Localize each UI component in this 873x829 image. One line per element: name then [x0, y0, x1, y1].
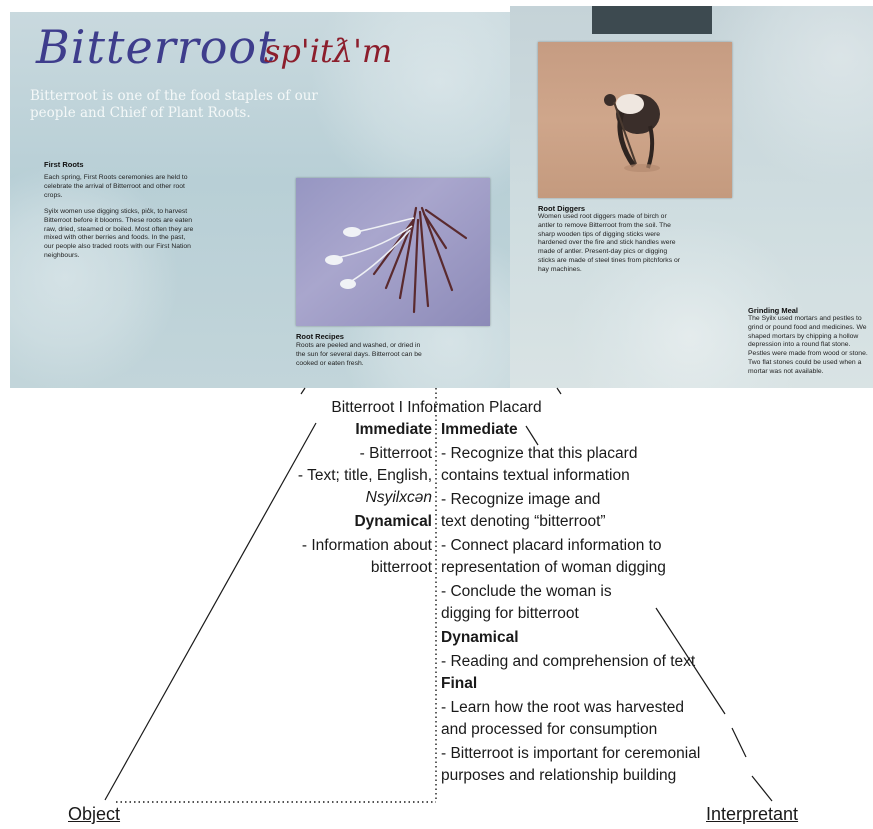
interpretant-final-item: and processed for consumption	[441, 720, 657, 740]
interpretant-final-item: purposes and relationship building	[441, 766, 676, 786]
object-immediate-item: - Bitterroot	[360, 444, 432, 464]
interpretant-immediate-item: - Connect placard information to	[441, 536, 662, 556]
interpretant-immediate-item: representation of woman digging	[441, 558, 666, 578]
interpretant-dynamical-heading: Dynamical	[441, 628, 519, 648]
interpretant-tick-line	[557, 388, 561, 394]
interpretant-connector-top	[526, 426, 538, 445]
object-dynamical-heading: Dynamical	[354, 512, 432, 532]
object-immediate-heading: Immediate	[355, 420, 432, 440]
interpretant-final-item: - Learn how the root was harvested	[441, 698, 684, 718]
interpretant-immediate-item: - Recognize that this placard	[441, 444, 637, 464]
object-corner-label: Object	[68, 804, 120, 825]
interpretant-connector-lower	[732, 728, 746, 757]
interpretant-dynamical-item: - Reading and comprehension of text	[441, 652, 695, 672]
object-immediate-item: Nsyilxcən	[366, 488, 432, 508]
object-tick-line	[301, 388, 305, 394]
interpretant-connector-bottom	[752, 776, 772, 801]
object-dynamical-item: bitterroot	[371, 558, 432, 578]
interpretant-corner-label: Interpretant	[706, 804, 798, 825]
interpretant-final-heading: Final	[441, 674, 477, 694]
interpretant-immediate-item: text denoting “bitterroot”	[441, 512, 606, 532]
object-immediate-item: - Text; title, English,	[298, 466, 432, 486]
object-connector-line	[105, 423, 316, 800]
interpretant-immediate-heading: Immediate	[441, 420, 518, 440]
interpretant-immediate-item: digging for bitterroot	[441, 604, 579, 624]
representamen-label: Bitterroot I Information Placard	[0, 398, 873, 418]
interpretant-immediate-item: contains textual information	[441, 466, 630, 486]
interpretant-final-item: - Bitterroot is important for ceremonial	[441, 744, 700, 764]
object-dynamical-item: - Information about	[302, 536, 432, 556]
interpretant-immediate-item: - Recognize image and	[441, 490, 600, 510]
interpretant-immediate-item: - Conclude the woman is	[441, 582, 612, 602]
